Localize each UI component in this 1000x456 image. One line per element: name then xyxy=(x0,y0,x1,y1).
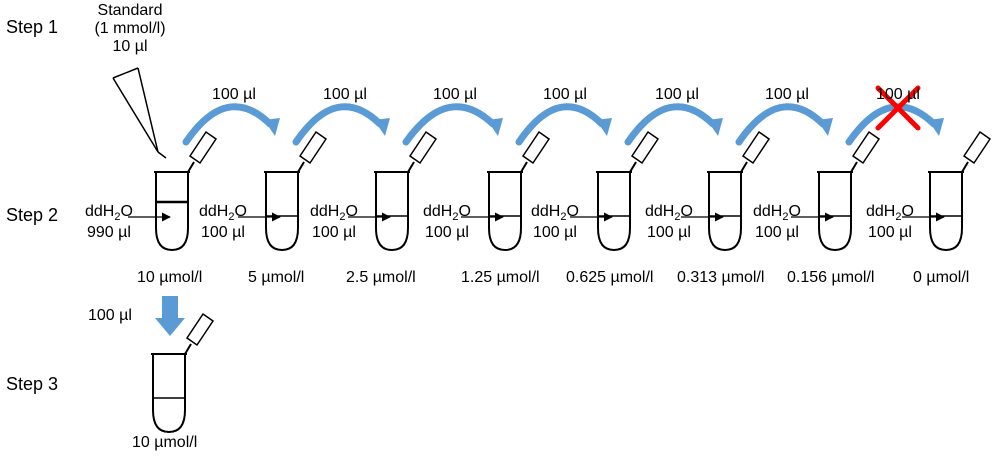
concentration-label-7: 0.156 µmol/l xyxy=(787,269,875,286)
concentration-label-3: 2.5 µmol/l xyxy=(346,269,416,286)
transfer-label-2: 100 µl xyxy=(323,86,367,103)
tube-2 xyxy=(238,130,328,252)
concentration-label-1: 10 µmol/l xyxy=(137,269,203,286)
diluent-label-2: ddH2O xyxy=(199,203,247,223)
tube-1 xyxy=(128,130,218,252)
transfer-label-4: 100 µl xyxy=(543,86,587,103)
concentration-label-2: 5 µmol/l xyxy=(248,269,305,286)
tube-step-3 xyxy=(151,312,215,434)
diluent-label-5: ddH2O xyxy=(531,203,579,223)
transfer-arrow-4 xyxy=(515,103,612,146)
transfer-label-5: 100 µl xyxy=(655,86,699,103)
transfer-label-7: 100 µl xyxy=(876,86,920,103)
step-1-label: Step 1 xyxy=(6,17,59,37)
cross-mark xyxy=(875,85,921,131)
diluent-volume-8: 100 µl xyxy=(868,224,912,241)
transfer-arrow-5 xyxy=(624,103,723,146)
diluent-volume-1: 990 µl xyxy=(87,224,131,241)
standard-name: Standard xyxy=(97,2,163,19)
step-3-label: Step 3 xyxy=(6,374,59,394)
transfer-arrow-1 xyxy=(182,103,280,146)
transfer-arrow-3 xyxy=(402,103,503,146)
step-3-concentration-label: 10 µmol/l xyxy=(132,434,198,451)
concentration-label-5: 0.625 µmol/l xyxy=(566,269,654,286)
transfer-arrow-6 xyxy=(735,103,833,146)
diluent-label-7: ddH2O xyxy=(753,203,801,223)
diluent-volume-5: 100 µl xyxy=(533,224,577,241)
diluent-volume-4: 100 µl xyxy=(425,224,469,241)
tube-5 xyxy=(570,130,660,252)
step-2-label: Step 2 xyxy=(6,205,59,225)
tube-7 xyxy=(791,130,881,252)
diluent-label-4: ddH2O xyxy=(423,203,471,223)
down-arrow xyxy=(155,296,185,336)
concentration-label-4: 1.25 µmol/l xyxy=(461,269,540,286)
tube-8 xyxy=(902,130,992,252)
transfer-arrow-7 xyxy=(845,103,944,146)
standard-label: Standard (1 mmol/l) 10 µl xyxy=(82,2,178,56)
diluent-volume-3: 100 µl xyxy=(312,224,356,241)
tube-6 xyxy=(681,130,771,252)
diluent-volume-6: 100 µl xyxy=(647,224,691,241)
diluent-label-6: ddH2O xyxy=(645,203,693,223)
diluent-volume-7: 100 µl xyxy=(755,224,799,241)
diluent-label-1: ddH2O xyxy=(85,203,133,223)
transfer-label-6: 100 µl xyxy=(765,86,809,103)
pipette xyxy=(112,67,167,159)
concentration-label-8: 0 µmol/l xyxy=(913,269,970,286)
standard-volume: 10 µl xyxy=(112,38,148,55)
tube-4 xyxy=(461,130,551,252)
standard-concentration: (1 mmol/l) xyxy=(94,20,166,37)
diluent-volume-2: 100 µl xyxy=(201,224,245,241)
diluent-label-8: ddH2O xyxy=(866,203,914,223)
tube-3 xyxy=(348,130,438,252)
transfer-arrow-2 xyxy=(292,103,390,146)
transfer-label-3: 100 µl xyxy=(433,86,477,103)
concentration-label-6: 0.313 µmol/l xyxy=(677,269,765,286)
step-3-volume-label: 100 µl xyxy=(88,307,132,324)
diluent-label-3: ddH2O xyxy=(310,203,358,223)
transfer-label-1: 100 µl xyxy=(212,86,256,103)
